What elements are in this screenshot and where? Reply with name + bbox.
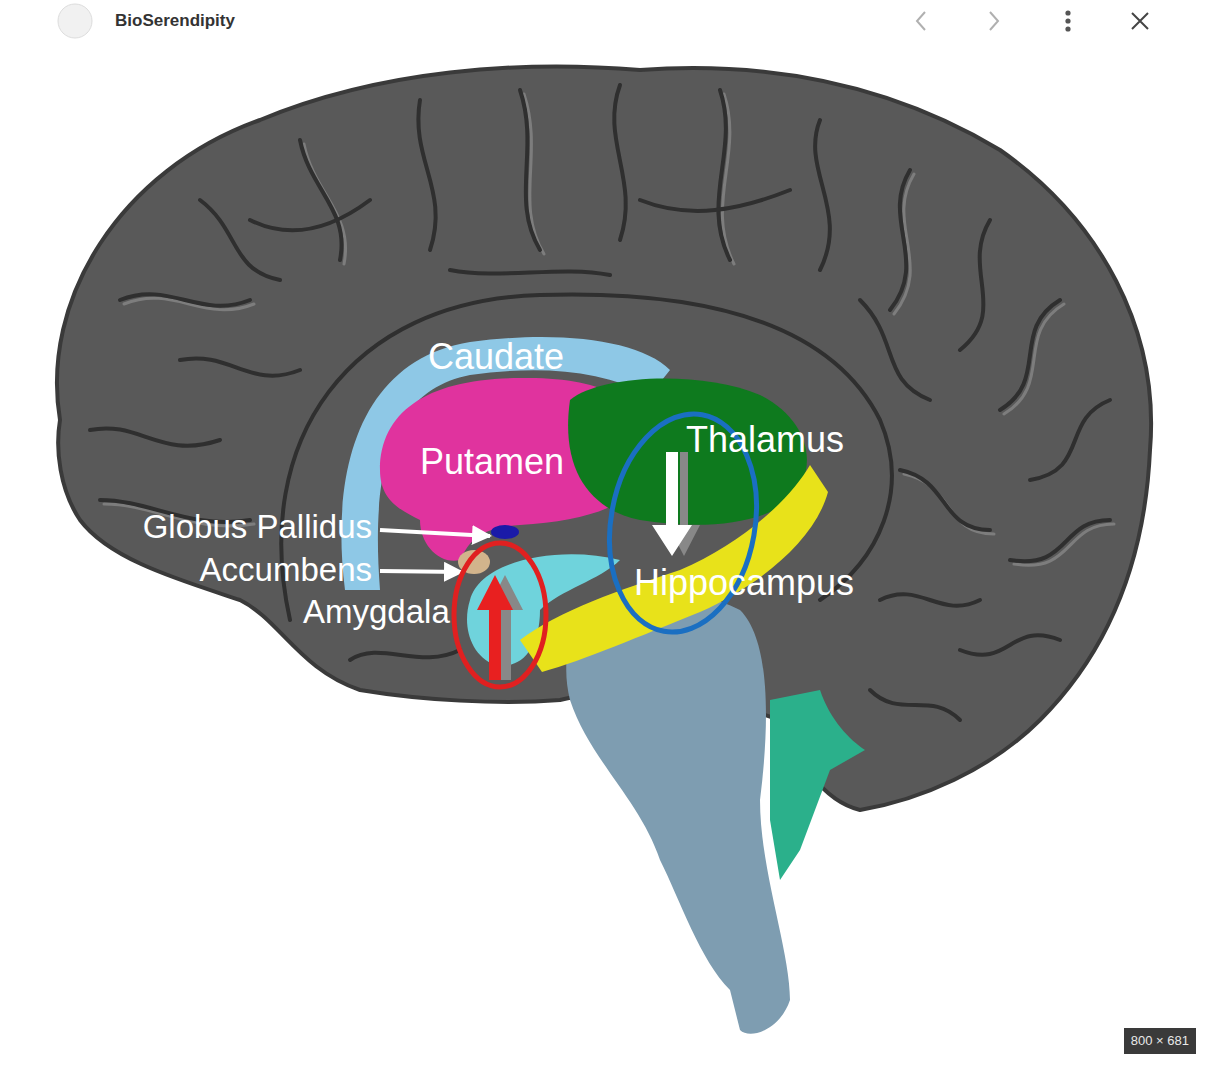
structure-label: Hippocampus bbox=[634, 563, 854, 603]
leader-arrow bbox=[380, 530, 490, 536]
globus-pallidus-shape bbox=[491, 525, 519, 539]
structure-label: Thalamus bbox=[686, 420, 844, 460]
down-arrow bbox=[652, 452, 692, 556]
close-icon bbox=[1132, 13, 1148, 29]
structure-label: Putamen bbox=[420, 442, 564, 482]
leader-arrow bbox=[380, 571, 462, 572]
structure-label: Accumbens bbox=[200, 552, 372, 588]
site-icon bbox=[58, 4, 92, 38]
structure-label: Caudate bbox=[428, 337, 564, 377]
gyri bbox=[90, 85, 1114, 720]
header-bar bbox=[0, 0, 1208, 42]
structure-label: Amygdala bbox=[303, 594, 450, 630]
highlight-ellipse bbox=[454, 543, 546, 687]
cerebellum-shape bbox=[770, 690, 865, 880]
up-arrow bbox=[477, 575, 513, 680]
image-size-badge: 800 × 681 bbox=[1124, 1028, 1196, 1054]
menu-icon bbox=[1065, 10, 1070, 31]
prev-icon bbox=[917, 12, 925, 30]
next-icon bbox=[990, 12, 998, 30]
structure-label: Globus Pallidus bbox=[143, 509, 372, 545]
site-name: BioSerendipity bbox=[115, 12, 235, 31]
brainstem-shape bbox=[566, 589, 790, 1034]
